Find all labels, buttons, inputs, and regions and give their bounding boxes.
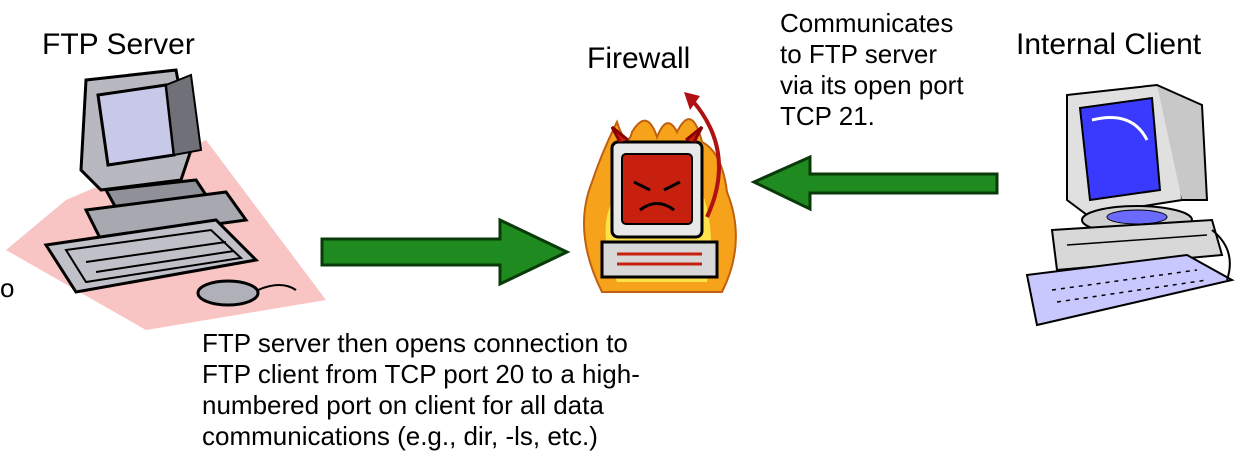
- stray-text-fragment: o: [0, 273, 15, 303]
- note-line: via its open port: [780, 70, 964, 100]
- client-to-firewall-arrow: [750, 154, 999, 212]
- note-line: numbered port on client for all data: [202, 390, 604, 420]
- note-line: TCP 21.: [780, 101, 875, 131]
- ftp-server-title: FTP Server: [42, 28, 195, 61]
- note-line: Communicates: [780, 8, 954, 38]
- note-line: to FTP server: [780, 39, 938, 69]
- client-to-server-note: Communicates to FTP server via its open …: [780, 8, 964, 132]
- server-to-client-note: FTP server then opens connection to FTP …: [202, 328, 640, 452]
- note-line: FTP server then opens connection to: [202, 328, 628, 358]
- internal-client-title: Internal Client: [1016, 28, 1202, 61]
- ftp-server-computer-icon: [6, 68, 326, 330]
- firewall-title: Firewall: [587, 42, 691, 75]
- firewall-icon: [583, 92, 737, 293]
- note-line: FTP client from TCP port 20 to a high-: [202, 359, 640, 389]
- server-to-firewall-arrow: [320, 217, 571, 287]
- internal-client-computer-icon: [1025, 83, 1235, 327]
- note-line: communications (e.g., dir, -ls, etc.): [202, 421, 598, 451]
